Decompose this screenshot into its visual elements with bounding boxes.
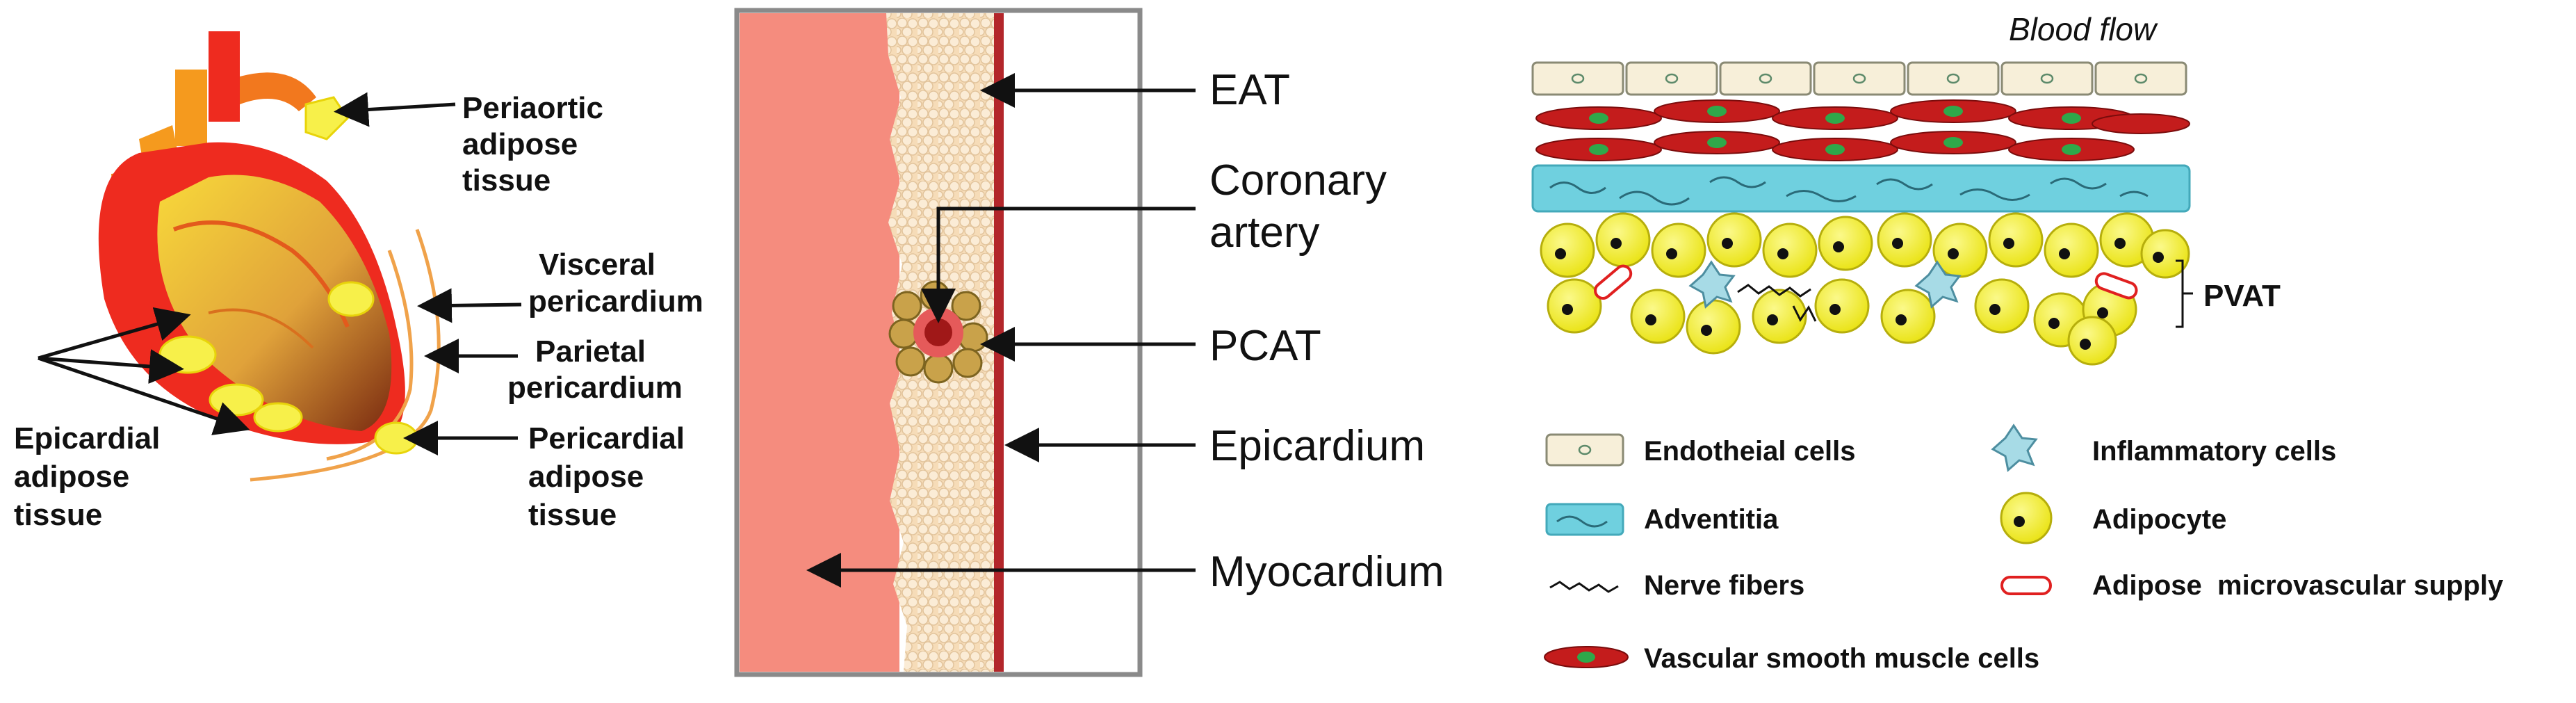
label-epicardial-2: adipose [14, 460, 129, 494]
svg-text:Vascular smooth muscle cells: Vascular smooth muscle cells [1644, 643, 2039, 674]
pvat-inflammatory-cells [1688, 260, 1962, 309]
pvat-nerve-fibers [1737, 284, 1817, 322]
blood-flow-label: Blood flow [2009, 11, 2158, 47]
epicardial-arrow-3 [38, 356, 250, 435]
heart-myocardium-region [157, 175, 392, 431]
smooth-muscle-layer [1535, 99, 2190, 161]
pvat-bracket [2176, 259, 2193, 328]
periaortic-arrow [334, 92, 456, 127]
adventitia-layer [1531, 164, 2191, 213]
epicardial-arrow-1 [38, 307, 191, 360]
panel-heart: Periaortic adipose tissue Visceral peric… [14, 31, 703, 532]
label-periaortic-1: Periaortic [462, 91, 603, 125]
label-parietal-1: Parietal [535, 334, 646, 369]
label-coronary-2: artery [1209, 209, 1319, 257]
label-visceral-1: Visceral [539, 248, 655, 282]
label-parietal-2: pericardium [507, 371, 683, 405]
label-pcat: PCAT [1209, 322, 1321, 370]
legend-adventitia: Adventitia [1545, 503, 1779, 536]
visceral-pericardium-line [326, 250, 414, 461]
pvat-microvessels [1594, 264, 2138, 300]
label-epicardium: Epicardium [1209, 422, 1425, 470]
legend-endothelial: Endotheial cells [1545, 433, 1856, 467]
label-periaortic-3: tissue [462, 163, 551, 197]
label-eat: EAT [1209, 66, 1290, 114]
legend: Endotheial cells Adventitia Nerve fibers… [1544, 423, 2504, 674]
svg-text:Adventitia: Adventitia [1644, 504, 1779, 535]
label-epicardial-1: Epicardial [14, 421, 160, 455]
label-pericardial-3: tissue [528, 498, 617, 532]
svg-text:Adipocyte: Adipocyte [2092, 504, 2226, 535]
label-pericardial-1: Pericardial [528, 421, 685, 455]
label-pericardial-2: adipose [528, 460, 644, 494]
label-visceral-2: pericardium [528, 284, 703, 318]
svg-text:Endotheial cells: Endotheial cells [1644, 436, 1856, 467]
legend-vsmc: Vascular smooth muscle cells [1544, 643, 2039, 674]
panel-cross-section: EAT Coronary artery PCAT Epicardium Myoc… [734, 8, 1444, 677]
legend-nerve: Nerve fibers [1549, 570, 1804, 601]
label-epicardial-3: tissue [14, 498, 102, 532]
label-periaortic-2: adipose [462, 127, 578, 161]
pvat-adipocytes [1540, 212, 2190, 366]
svg-text:Adipose microvascular supply: Adipose microvascular supply [2092, 570, 2504, 601]
myocardium-layer [740, 13, 899, 672]
pvat-label: PVAT [2203, 279, 2281, 313]
visceral-arrow [417, 288, 522, 323]
epicardial-arrow-2 [38, 349, 184, 384]
svg-text:Inflammatory cells: Inflammatory cells [2092, 436, 2336, 467]
coronary-arrow [921, 207, 1196, 323]
legend-microvascular: Adipose microvascular supply [2000, 570, 2504, 601]
endothelial-row [1531, 61, 2187, 96]
svg-text:Nerve fibers: Nerve fibers [1644, 570, 1804, 601]
label-coronary-1: Coronary [1209, 156, 1387, 204]
legend-adipocyte: Adipocyte [2000, 492, 2226, 544]
adipocyte-nuclei [1555, 238, 2164, 350]
periaortic-fat [304, 96, 349, 140]
label-myocardium: Myocardium [1209, 548, 1444, 596]
legend-inflammatory: Inflammatory cells [1991, 423, 2336, 472]
panel-vessel-wall: Blood flow [1531, 11, 2504, 674]
